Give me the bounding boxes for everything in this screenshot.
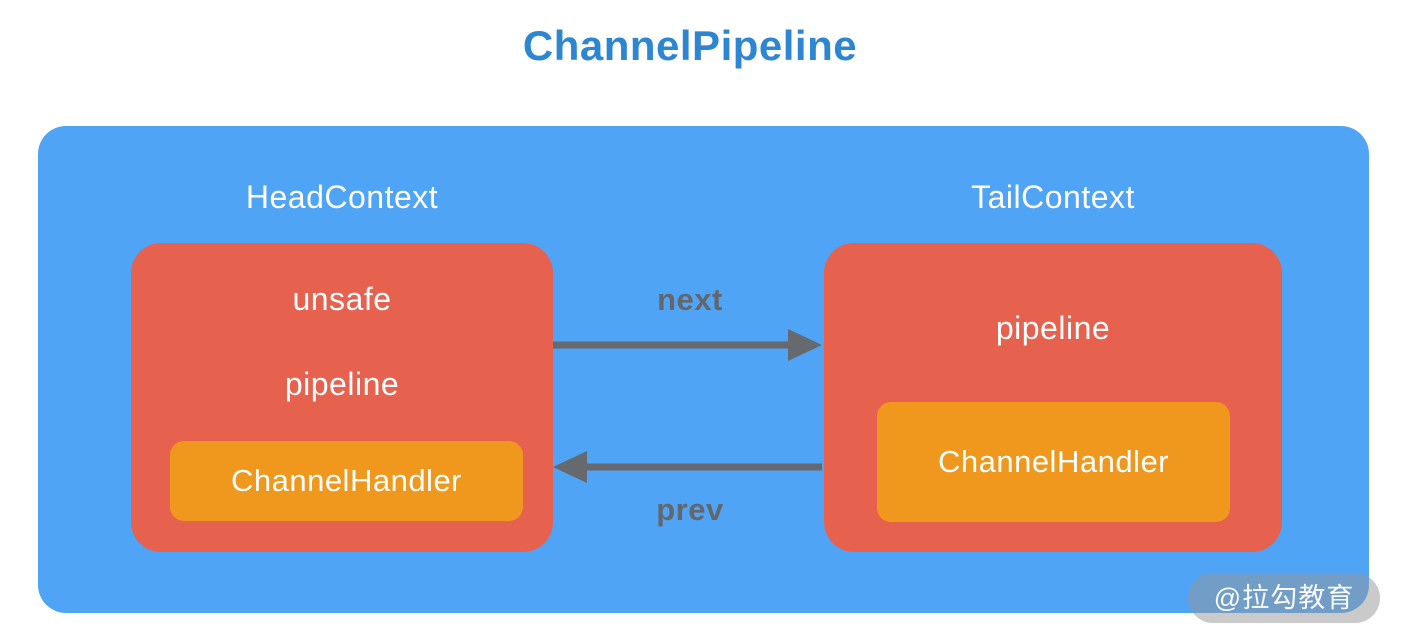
head-context-box: unsafe pipeline ChannelHandler <box>131 243 553 552</box>
watermark-badge: @拉勾教育 <box>1188 573 1380 623</box>
diagram-title: ChannelPipeline <box>522 22 858 69</box>
channel-pipeline-container: HeadContext TailContext unsafe pipeline … <box>38 126 1369 613</box>
next-arrow <box>553 329 822 361</box>
tail-context-label: TailContext <box>971 179 1135 215</box>
head-unsafe-field: unsafe <box>292 281 392 317</box>
watermark-text: @拉勾教育 <box>1213 583 1355 613</box>
tail-channel-handler-box: ChannelHandler <box>877 402 1230 522</box>
next-arrow-label: next <box>657 282 723 317</box>
head-context-label: HeadContext <box>245 179 439 215</box>
tail-pipeline-field: pipeline <box>995 310 1111 346</box>
prev-arrow-label: prev <box>656 492 724 527</box>
head-channel-handler-box: ChannelHandler <box>170 441 523 521</box>
tail-context-box: pipeline ChannelHandler <box>824 243 1282 552</box>
prev-arrow <box>553 451 822 483</box>
head-pipeline-field: pipeline <box>284 366 400 402</box>
